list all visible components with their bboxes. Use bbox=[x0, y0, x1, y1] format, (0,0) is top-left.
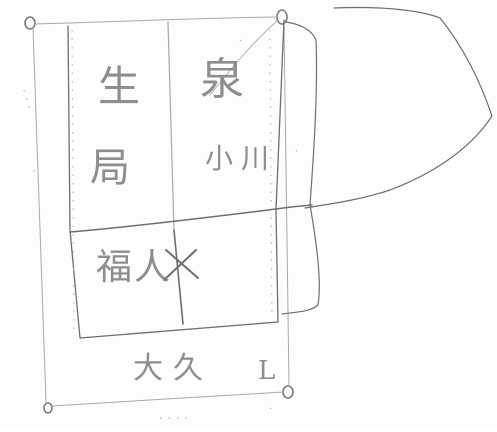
outer-frame-right bbox=[283, 21, 290, 387]
vertical-divider bbox=[167, 21, 175, 231]
cell-label-top-right: 泉 bbox=[200, 54, 246, 105]
right-annex-roof bbox=[304, 6, 493, 209]
footer-number: L bbox=[258, 356, 278, 386]
diagonal-line bbox=[209, 19, 279, 96]
right-annex-outline bbox=[281, 21, 320, 315]
footer-label: 大久 bbox=[133, 351, 213, 386]
cell-label-mid-left: 局 bbox=[90, 145, 132, 191]
cell-label-mid-right: 小川 bbox=[205, 142, 278, 175]
cell-label-top-left: 生 bbox=[98, 62, 143, 111]
corner-mark-top-left bbox=[24, 16, 36, 30]
outer-frame-bottom bbox=[51, 391, 285, 407]
outer-frame-left bbox=[32, 27, 47, 403]
inner-outline bbox=[67, 19, 285, 339]
x-mark bbox=[163, 249, 199, 281]
horizontal-divider bbox=[69, 204, 313, 233]
vertical-divider-lower bbox=[173, 229, 184, 325]
corner-mark-bottom-left bbox=[43, 402, 53, 414]
cell-label-bottom: 福人 bbox=[96, 247, 173, 288]
outer-frame-top bbox=[34, 16, 279, 25]
stray-marks-left bbox=[23, 89, 37, 179]
stray-marks-right bbox=[239, 39, 301, 413]
